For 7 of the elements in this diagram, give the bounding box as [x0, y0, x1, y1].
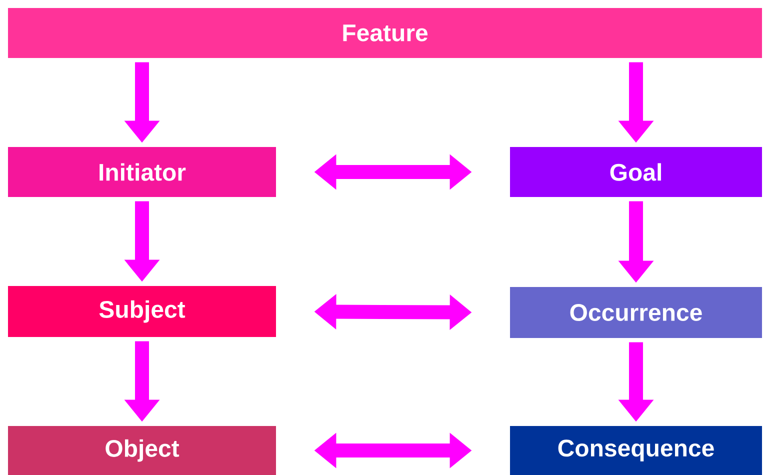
label-box: Consequence: [510, 426, 762, 475]
label-box: Object: [8, 426, 276, 475]
label-box: Initiator: [8, 147, 276, 197]
label-box: Goal: [510, 147, 762, 197]
label-box: Subject: [8, 286, 276, 337]
label-box: Occurrence: [510, 287, 762, 338]
label-box: Feature: [8, 8, 762, 58]
